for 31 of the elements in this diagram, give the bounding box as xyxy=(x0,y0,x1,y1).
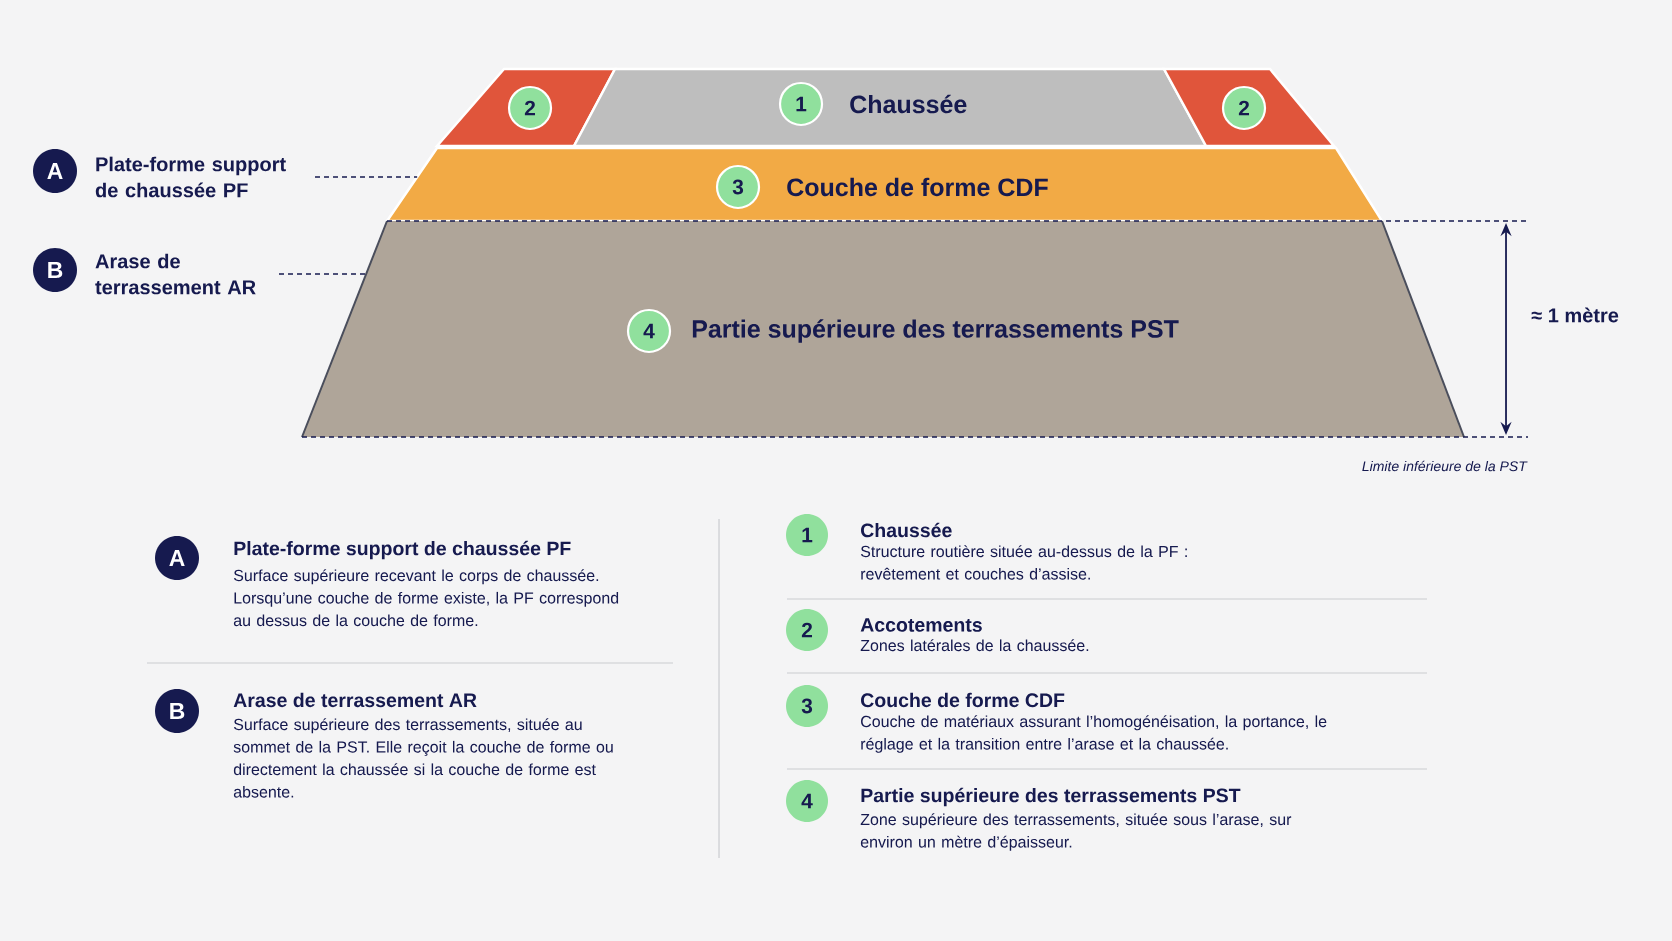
number-badge: 2 xyxy=(1221,85,1267,131)
letter-badge: A xyxy=(155,536,199,580)
line-label: Limite inférieure de la PST xyxy=(1362,460,1528,472)
number-badge: 2 xyxy=(507,85,553,131)
description-text: Surface supérieure recevant le corps de chaussée. Lorsqu’une couche de forme existe, la PF correspond au dessus de la couche de forme. xyxy=(233,569,619,627)
number-badge: 2 xyxy=(786,609,828,651)
item-heading: Plate-forme support de chaussée PF xyxy=(234,540,571,560)
leader-line xyxy=(278,273,367,275)
dimension-label: ≈ 1 mètre xyxy=(1531,307,1619,323)
letter-badge: B xyxy=(155,689,199,733)
number-badge: 4 xyxy=(786,780,828,822)
letter-badge: B xyxy=(33,248,77,292)
description-text: Couche de matériaux assurant l’homogénéisation, la portance, le réglage et la transition entre l’arase et la chaussée. xyxy=(861,715,1327,753)
letter-badge: A xyxy=(33,149,77,193)
item-heading: Arase de terrassement AR xyxy=(233,692,477,708)
number-badge: 4 xyxy=(626,308,672,354)
description-text: Zones latérales de la chaussée. xyxy=(860,639,1089,652)
description-text: Zone supérieure des terrassements, située sous l’arase, sur environ un mètre d’épaisseur. xyxy=(860,813,1292,851)
leader-line xyxy=(314,176,418,178)
description-text: Surface supérieure des terrassements, située au sommet de la PST. Elle reçoit la couche de forme ou directement la chaussée si la couche de forme est absente. xyxy=(233,718,613,798)
number-badge: 3 xyxy=(786,685,828,727)
item-heading: Couche de forme CDF xyxy=(861,692,1065,708)
description-text: Structure routière située au-dessus de la PF : revêtement et couches d’assise. xyxy=(860,545,1187,580)
callout-label: Plate-forme support de chaussée PF xyxy=(95,156,286,198)
callout-label: Arase de terrassement AR xyxy=(95,253,256,295)
item-heading: Accotements xyxy=(860,618,982,632)
item-heading: Chaussée xyxy=(861,522,952,538)
number-badge: 1 xyxy=(778,81,824,127)
number-badge: 3 xyxy=(715,164,761,210)
item-heading: Partie supérieure des terrassements PST xyxy=(861,787,1241,807)
number-badge: 1 xyxy=(786,514,828,556)
